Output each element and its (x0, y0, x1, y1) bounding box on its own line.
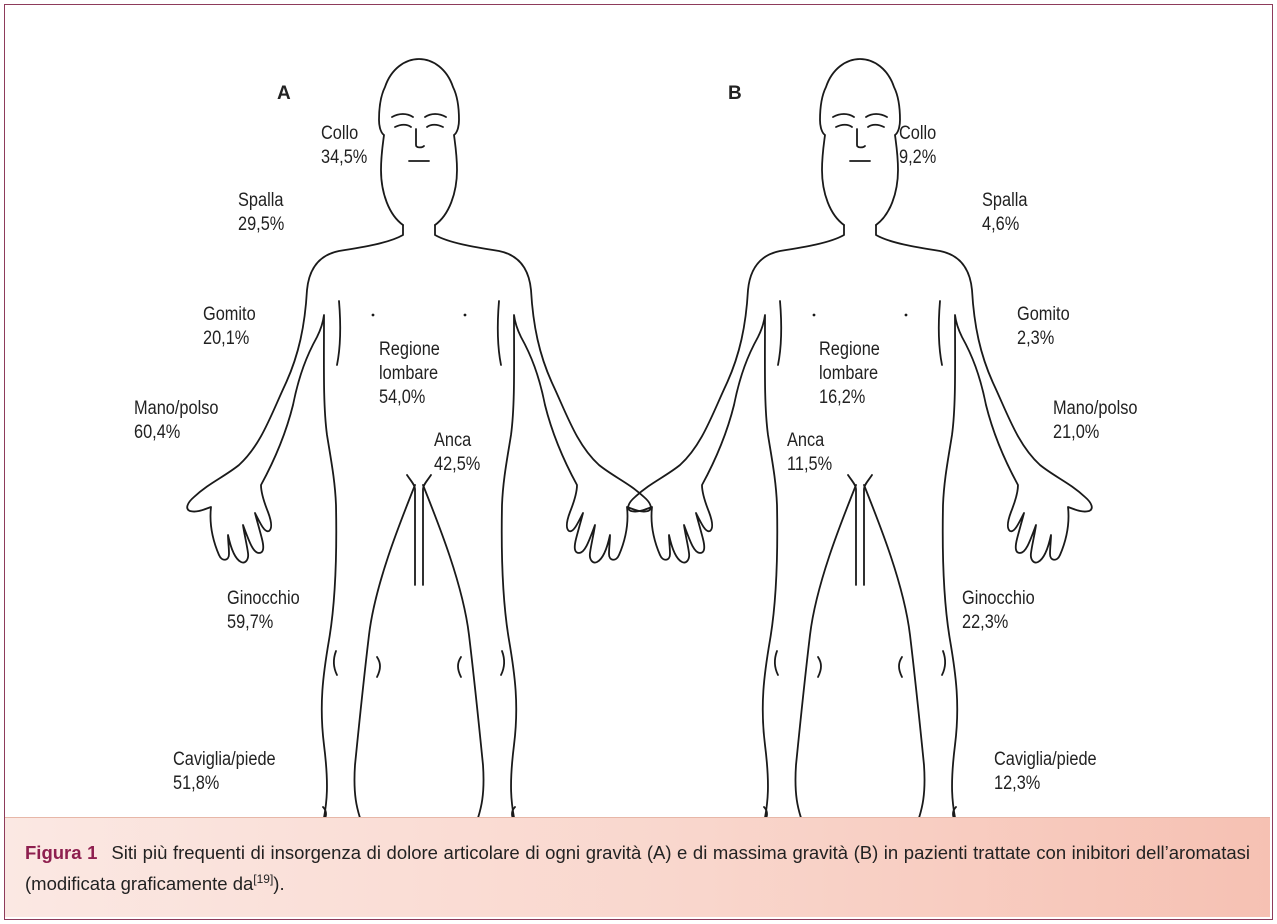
elbow-value: 2,3% (1017, 327, 1070, 351)
panel-a-hand-wrist-label: Mano/polso 60,4% (134, 397, 218, 445)
caption-end: ). (273, 873, 284, 894)
panel-a-ankle-foot-label: Caviglia/piede 51,8% (173, 748, 276, 796)
hand-wrist-name: Mano/polso (1053, 397, 1137, 421)
knee-value: 59,7% (227, 611, 300, 635)
knee-value: 22,3% (962, 611, 1035, 635)
ankle-foot-name: Caviglia/piede (173, 748, 276, 772)
elbow-value: 20,1% (203, 327, 256, 351)
citation-reference: [19] (253, 872, 273, 886)
caption-body: Siti più frequenti di insorgenza di dolo… (25, 842, 1250, 894)
lumbar-value: 54,0% (379, 386, 440, 410)
knee-name: Ginocchio (962, 587, 1035, 611)
shoulder-value: 29,5% (238, 213, 284, 237)
neck-value: 34,5% (321, 146, 367, 170)
figure-frame: A Collo 34,5% Spalla 29,5% Gomito 20,1% … (4, 4, 1273, 920)
panel-b-letter: B (728, 83, 742, 105)
panel-a-letter: A (277, 83, 291, 105)
lumbar-name-line2: lombare (379, 362, 440, 386)
panel-b-hand-wrist-label: Mano/polso 21,0% (1053, 397, 1137, 445)
hip-value: 42,5% (434, 453, 480, 477)
elbow-name: Gomito (1017, 303, 1070, 327)
panel-b-shoulder-label: Spalla 4,6% (982, 189, 1027, 237)
hip-name: Anca (434, 429, 480, 453)
panel-a-elbow-label: Gomito 20,1% (203, 303, 256, 351)
ankle-foot-name: Caviglia/piede (994, 748, 1097, 772)
panel-b-neck-label: Collo 9,2% (899, 122, 936, 170)
panel-b-ankle-foot-label: Caviglia/piede 12,3% (994, 748, 1097, 796)
knee-name: Ginocchio (227, 587, 300, 611)
panel-a-lumbar-label: Regione lombare 54,0% (379, 338, 440, 410)
hip-name: Anca (787, 429, 832, 453)
panel-a-neck-label: Collo 34,5% (321, 122, 367, 170)
panel-b-elbow-label: Gomito 2,3% (1017, 303, 1070, 351)
hand-wrist-value: 60,4% (134, 421, 218, 445)
figure-illustration: A Collo 34,5% Spalla 29,5% Gomito 20,1% … (5, 5, 1270, 817)
panel-b-knee-label: Ginocchio 22,3% (962, 587, 1035, 635)
shoulder-name: Spalla (238, 189, 284, 213)
ankle-foot-value: 51,8% (173, 772, 276, 796)
neck-name: Collo (899, 122, 936, 146)
lumbar-name-line1: Regione (819, 338, 880, 362)
panel-a-hip-label: Anca 42,5% (434, 429, 480, 477)
hand-wrist-name: Mano/polso (134, 397, 218, 421)
panel-a-shoulder-label: Spalla 29,5% (238, 189, 284, 237)
figure-number: Figura 1 (25, 842, 97, 863)
hand-wrist-value: 21,0% (1053, 421, 1137, 445)
lumbar-name-line2: lombare (819, 362, 880, 386)
panel-b-lumbar-label: Regione lombare 16,2% (819, 338, 880, 410)
lumbar-name-line1: Regione (379, 338, 440, 362)
elbow-name: Gomito (203, 303, 256, 327)
shoulder-name: Spalla (982, 189, 1027, 213)
neck-value: 9,2% (899, 146, 936, 170)
neck-name: Collo (321, 122, 367, 146)
ankle-foot-value: 12,3% (994, 772, 1097, 796)
hip-value: 11,5% (787, 453, 832, 477)
shoulder-value: 4,6% (982, 213, 1027, 237)
panel-a-knee-label: Ginocchio 59,7% (227, 587, 300, 635)
lumbar-value: 16,2% (819, 386, 880, 410)
panel-b-hip-label: Anca 11,5% (787, 429, 832, 477)
